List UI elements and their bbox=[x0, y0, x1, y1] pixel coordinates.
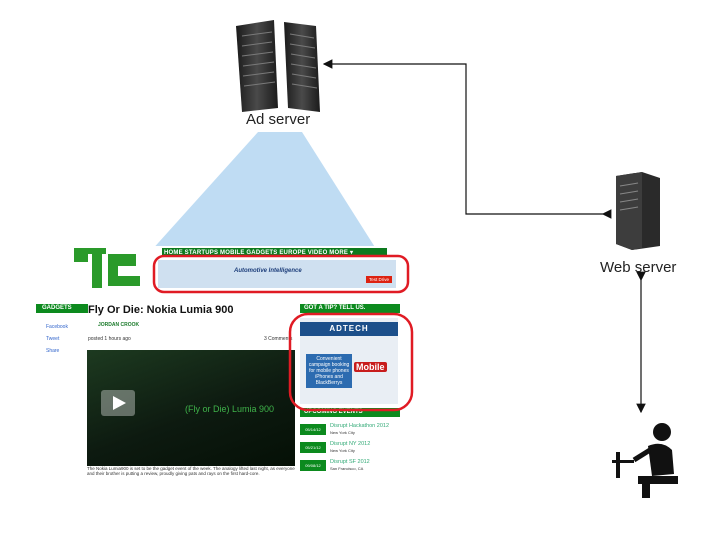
share-facebook[interactable]: Facebook bbox=[46, 324, 68, 330]
play-icon[interactable] bbox=[101, 390, 135, 416]
video-player[interactable]: (Fly or Die) Lumia 900 bbox=[87, 350, 295, 466]
test-drive-button[interactable]: Test Drive bbox=[366, 276, 392, 283]
ad-server-label: Ad server bbox=[246, 111, 311, 128]
ad-request-arrow bbox=[322, 59, 612, 219]
event-name[interactable]: Disrupt SF 2012 bbox=[330, 459, 370, 465]
event-location: New York City bbox=[330, 430, 355, 435]
article-headline[interactable]: Fly Or Die: Nokia Lumia 900 bbox=[88, 304, 234, 316]
event-location: San Francisco, CA bbox=[330, 466, 364, 471]
posted-time: posted 1 hours ago bbox=[88, 336, 131, 342]
top-ad-highlight bbox=[152, 254, 410, 294]
site-logo bbox=[74, 246, 152, 290]
article-caption: The Nokia Lumia900 is set to be the gadg… bbox=[87, 466, 295, 476]
sidebar-ad[interactable]: ADTECH Convenient campaign booking for m… bbox=[300, 318, 398, 404]
tip-heading[interactable]: GOT A TIP? TELL US. bbox=[300, 304, 400, 313]
event-date: 05/21/12 bbox=[300, 442, 326, 453]
share-tweet[interactable]: Tweet bbox=[46, 336, 60, 342]
comment-count[interactable]: 3 Comments bbox=[264, 336, 293, 342]
nav-links[interactable]: HOME STARTUPS MOBILE GADGETS EUROPE VIDE… bbox=[164, 250, 354, 256]
event-location: New York City bbox=[330, 448, 355, 453]
event-item[interactable]: 05/21/12 Disrupt NY 2012 New York City bbox=[300, 440, 398, 455]
tower-server-icon bbox=[612, 170, 664, 250]
share-linkedin[interactable]: Share bbox=[46, 348, 60, 354]
top-banner-ad[interactable]: Automotive Intelligence Test Drive bbox=[158, 260, 396, 288]
gadgets-heading: GADGETS bbox=[36, 304, 88, 313]
events-heading: UPCOMING EVENTS bbox=[300, 408, 400, 417]
user-at-computer-icon bbox=[612, 420, 682, 498]
event-date: 05/14/12 bbox=[300, 424, 326, 435]
sidebar-ad-highlight bbox=[288, 312, 414, 412]
web-server-label: Web server bbox=[600, 259, 677, 276]
webpage-screenshot: HOME STARTUPS MOBILE GADGETS EUROPE VIDE… bbox=[32, 246, 400, 478]
event-item[interactable]: 09/08/12 Disrupt SF 2012 San Francisco, … bbox=[300, 458, 398, 473]
ad-brand: ADTECH bbox=[300, 322, 398, 336]
ad-mobile-badge: Mobile bbox=[354, 362, 387, 372]
event-item[interactable]: 05/14/12 Disrupt Hackathon 2012 New York… bbox=[300, 422, 398, 437]
event-name[interactable]: Disrupt Hackathon 2012 bbox=[330, 423, 390, 429]
top-ad-text: Automotive Intelligence bbox=[234, 268, 302, 274]
video-title: (Fly or Die) Lumia 900 bbox=[185, 404, 275, 414]
ad-copy: Convenient campaign booking for mobile p… bbox=[306, 354, 352, 388]
event-date: 09/08/12 bbox=[300, 460, 326, 471]
author-name[interactable]: JORDAN CROOK bbox=[98, 322, 140, 328]
nav-bar bbox=[162, 248, 387, 256]
event-name[interactable]: Disrupt NY 2012 bbox=[330, 441, 371, 447]
server-rack-icon bbox=[232, 18, 324, 114]
